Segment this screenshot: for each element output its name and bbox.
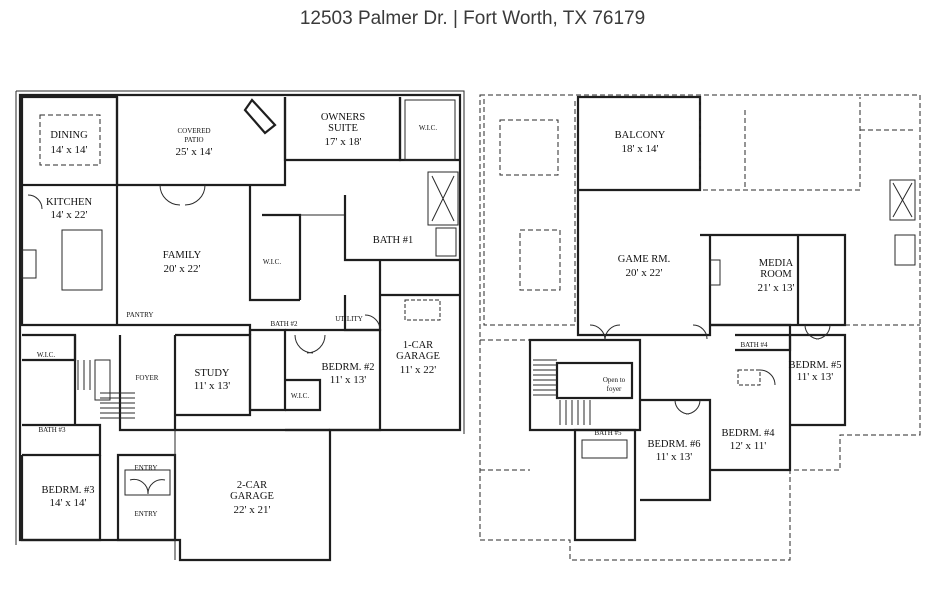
room-size: 21' x 13': [758, 282, 795, 294]
room-name: BEDRM. #2: [321, 362, 374, 373]
room-name: 2-CAR: [237, 480, 267, 491]
room-size: 14' x 14': [50, 497, 87, 509]
room-name: DINING: [50, 130, 88, 141]
room-name: PATIO: [184, 136, 203, 144]
second-floor-plan: [479, 94, 921, 561]
room-name: GARAGE: [396, 351, 440, 362]
second-floor-labels: BALCONY 18' x 14' GAME RM. 20' x 22' MED…: [594, 130, 841, 463]
room-name: STUDY: [194, 368, 229, 379]
room-name: ENTRY: [135, 510, 158, 518]
room-name: W.I.C.: [419, 124, 437, 132]
first-floor-outline: [16, 90, 465, 434]
room-name: OWNERS: [321, 112, 365, 123]
dining-walls: [20, 95, 119, 187]
room-name: BATH #1: [373, 235, 414, 246]
room-size: 17' x 18': [325, 136, 362, 148]
room-size: 20' x 22': [164, 263, 201, 275]
room-size: 11' x 13': [194, 380, 231, 392]
room-name: BATH #4: [740, 341, 768, 349]
room-name: BATH #2: [270, 320, 298, 328]
room-name: BEDRM. #3: [41, 485, 94, 496]
room-name: MEDIA: [759, 258, 794, 269]
dining-rug: [39, 114, 101, 166]
room-name: ROOM: [760, 269, 792, 280]
room-name: GAME RM.: [618, 254, 671, 265]
room-size: 14' x 22': [51, 209, 88, 221]
room-name: Open to: [603, 376, 626, 384]
room-name: BEDRM. #6: [647, 439, 700, 450]
room-name: PANTRY: [127, 311, 154, 319]
room-name: BEDRM. #4: [721, 428, 775, 439]
first-floor-labels: DINING 14' x 14' COVERED PATIO 25' x 14'…: [37, 112, 440, 518]
room-name: foyer: [607, 385, 622, 393]
room-name: 1-CAR: [403, 340, 433, 351]
room-name: COVERED: [177, 127, 210, 135]
room-size: 11' x 13': [330, 374, 367, 386]
room-size: 14' x 14': [51, 144, 88, 156]
room-name: W.I.C.: [37, 351, 55, 359]
room-name: FOYER: [136, 374, 159, 382]
room-name: KITCHEN: [46, 197, 92, 208]
room-name: W.I.C.: [263, 258, 281, 266]
page-title: 12503 Palmer Dr. | Fort Worth, TX 76179: [299, 8, 646, 29]
room-name: FAMILY: [163, 250, 202, 261]
bathtub: [435, 227, 457, 257]
room-size: 22' x 21': [234, 504, 271, 516]
room-name: SUITE: [328, 123, 358, 134]
room-size: 11' x 13': [797, 371, 834, 383]
room-name: BATH #3: [38, 426, 66, 434]
first-floor-plan: [15, 90, 465, 562]
room-name: W.I.C.: [291, 392, 309, 400]
room-size: 18' x 14': [622, 143, 659, 155]
room-name: BALCONY: [615, 130, 666, 141]
room-name: ENTRY: [135, 464, 158, 472]
entry-closet: [124, 469, 171, 496]
room-name: UTILITY: [335, 315, 363, 323]
room-size: 25' x 14': [176, 146, 213, 158]
room-name: BATH #5: [594, 429, 622, 437]
kitchen-island: [61, 229, 103, 291]
room-size: 11' x 22': [400, 364, 437, 376]
room-name: BEDRM. #5: [788, 360, 841, 371]
range: [21, 249, 37, 279]
room-size: 11' x 13': [656, 451, 693, 463]
room-name: GARAGE: [230, 491, 274, 502]
room-size: 20' x 22': [626, 267, 663, 279]
room-size: 12' x 11': [730, 440, 767, 452]
